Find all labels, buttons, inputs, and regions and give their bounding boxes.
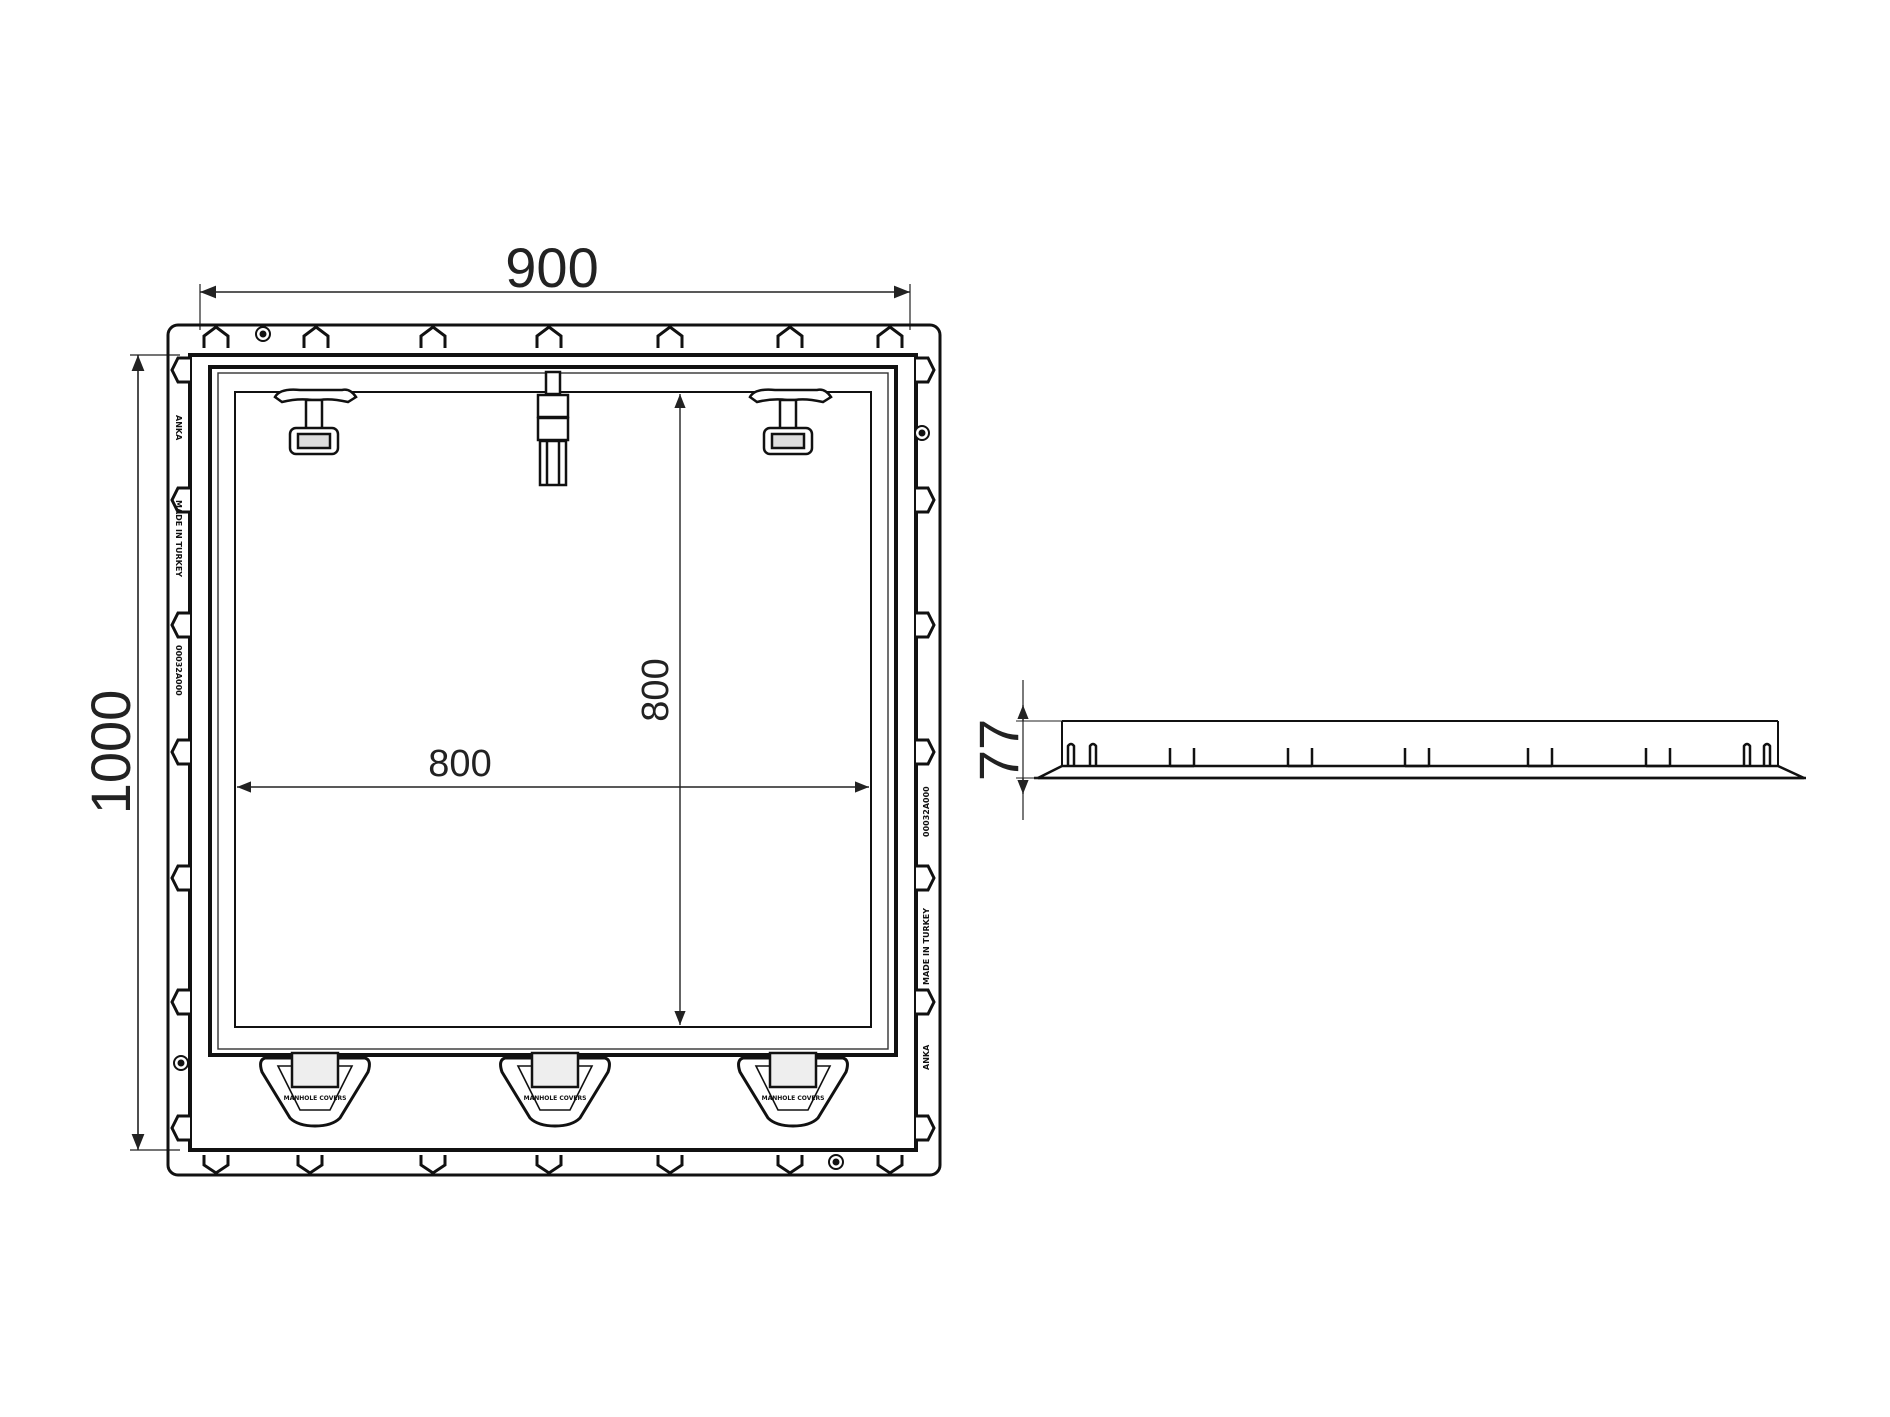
made-in-turkey-right: MADE IN TURKEY	[922, 908, 931, 985]
center-latch	[536, 370, 570, 487]
frame-lugs-left	[170, 356, 190, 1142]
logo-right: ANKA	[922, 1044, 931, 1070]
hinge-center: MANHOLE COVERS	[499, 1051, 611, 1128]
frame-lugs-top	[202, 325, 904, 348]
frame-lugs-right	[916, 356, 936, 1142]
dimension-1000: 1000	[79, 354, 180, 1151]
dimension-800-width: 800	[237, 743, 869, 793]
width-900-label: 900	[505, 236, 598, 299]
length-1000-label: 1000	[79, 690, 142, 815]
frame-lugs-bottom	[202, 1155, 904, 1175]
side-view: 77	[967, 680, 1806, 820]
frame-bolts	[173, 326, 930, 1170]
made-in-turkey-left: MADE IN TURKEY	[174, 500, 183, 577]
hinge-center-text: MANHOLE COVERS	[524, 1095, 587, 1102]
hinge-left: MANHOLE COVERS	[259, 1051, 371, 1128]
opening-width-label: 800	[428, 743, 491, 785]
dimension-800-length: 800	[635, 394, 686, 1025]
lifting-key-right	[748, 388, 833, 456]
dimension-900: 900	[199, 236, 911, 330]
opening-length-label: 800	[635, 658, 677, 721]
height-77-label: 77	[967, 719, 1030, 781]
hinge-left-text: MANHOLE COVERS	[284, 1095, 347, 1102]
product-code-left: 00032A000	[174, 645, 183, 696]
plan-view: MADE IN TURKEY 00032A000 ANKA MADE IN TU…	[166, 323, 942, 1177]
lifting-key-left	[273, 388, 358, 456]
hinge-right-text: MANHOLE COVERS	[762, 1095, 825, 1102]
product-code-right: 00032A000	[922, 786, 931, 837]
logo-left: ANKA	[174, 415, 183, 441]
hinge-right: MANHOLE COVERS	[737, 1051, 849, 1128]
